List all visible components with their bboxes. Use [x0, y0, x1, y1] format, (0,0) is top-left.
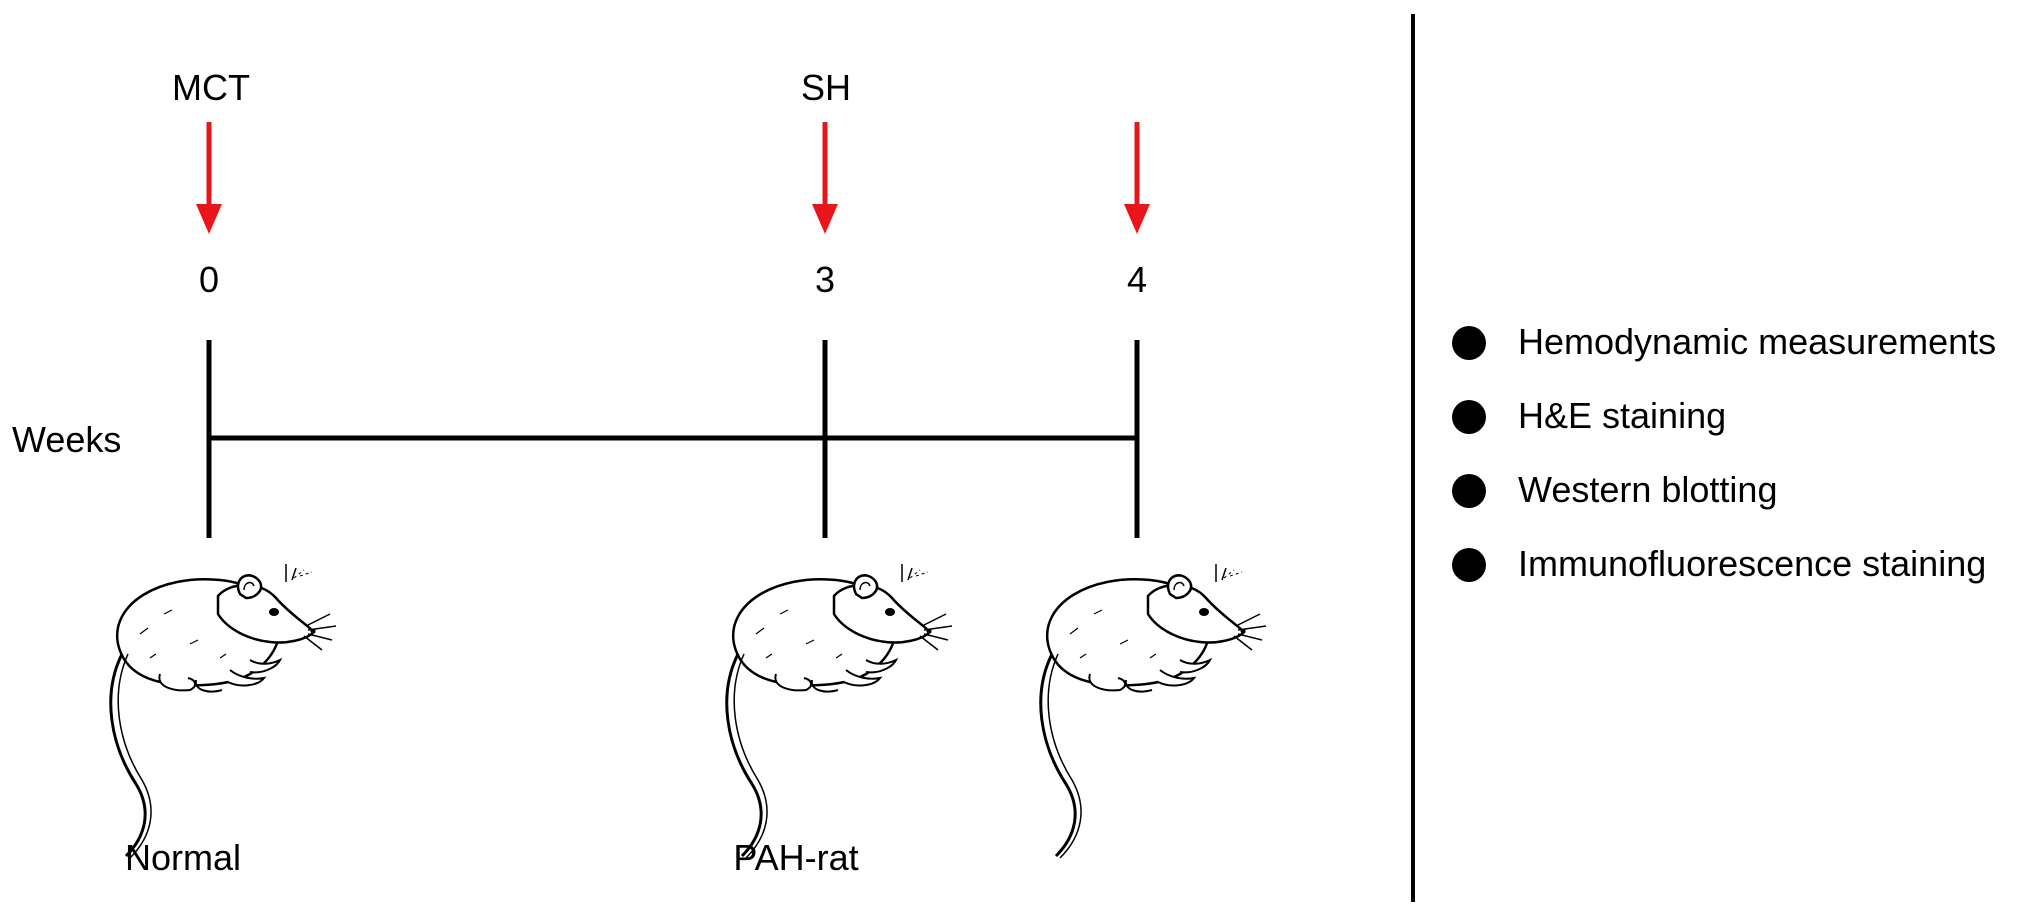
- rat-icon: [109, 562, 338, 860]
- group-label-pah-rat: PAH-rat: [733, 837, 859, 878]
- down-arrow-icon: [1124, 122, 1150, 234]
- rat-icon: [725, 562, 954, 860]
- bullet-icon: [1452, 400, 1486, 434]
- measurement-label: Western blotting: [1518, 469, 1778, 510]
- week-label-3: 3: [814, 259, 836, 300]
- rat-icon: [1039, 562, 1268, 860]
- bullet-icon: [1452, 326, 1486, 360]
- rat-illustrations: [109, 562, 1268, 860]
- bullet-icon: [1452, 548, 1486, 582]
- measurement-label: H&E staining: [1518, 395, 1727, 436]
- measurement-label: Immunofluorescence staining: [1518, 543, 1987, 584]
- treatment-label-sh: SH: [800, 67, 852, 108]
- down-arrow-icon: [812, 122, 838, 234]
- down-arrow-icon: [196, 122, 222, 234]
- timeline-ticks: [206, 340, 1140, 538]
- weeks-axis-label: Weeks: [12, 419, 122, 460]
- bullet-icon: [1452, 474, 1486, 508]
- treatment-label-mct: MCT: [172, 67, 250, 108]
- week-label-4: 4: [1126, 259, 1148, 300]
- treatment-arrows: [196, 122, 1150, 234]
- group-label-normal: Normal: [124, 837, 242, 878]
- measurement-label: Hemodynamic measurements: [1518, 321, 1997, 362]
- week-label-0: 0: [198, 259, 220, 300]
